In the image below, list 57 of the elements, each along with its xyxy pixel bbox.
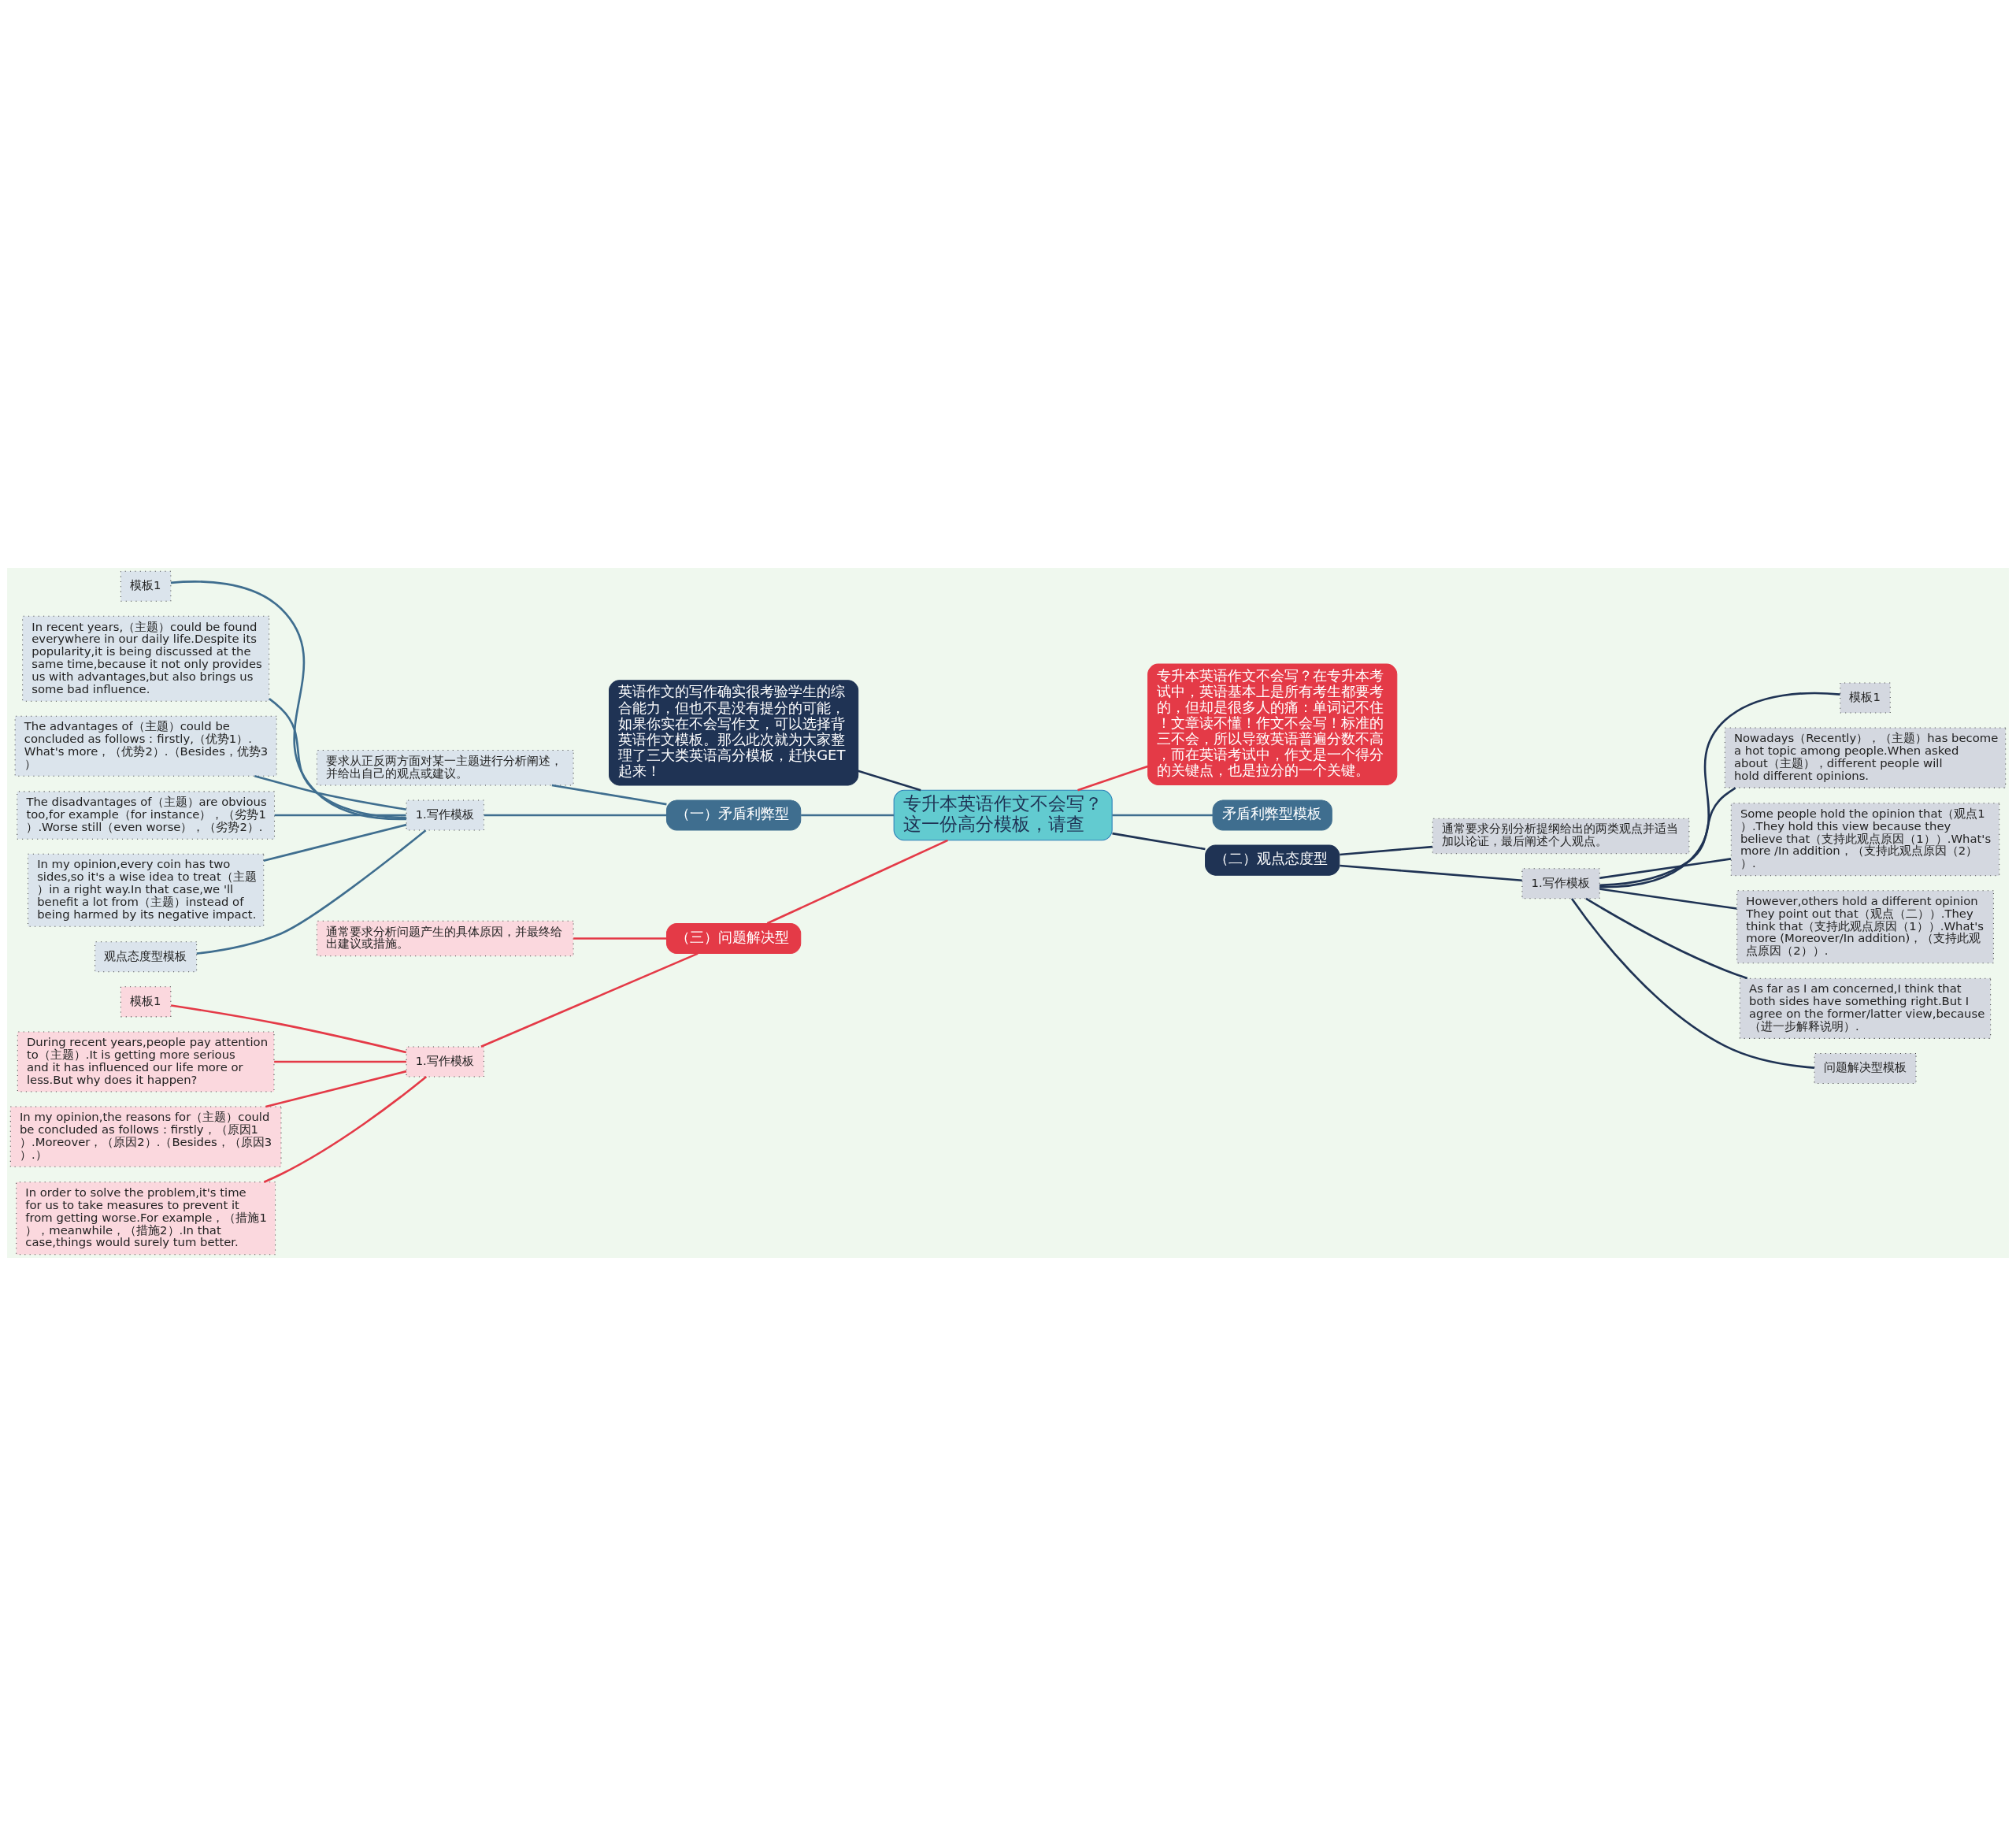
connector bbox=[551, 784, 667, 805]
node-box: 问题解决型模板 bbox=[1814, 1052, 1917, 1084]
connector bbox=[1077, 765, 1148, 791]
node-box: 1.写作模板 bbox=[406, 799, 484, 831]
connector bbox=[1599, 887, 1737, 910]
node-box: 通常要求分析问题产生的具体原因，并最终给出建议或措施。 bbox=[316, 920, 574, 956]
node-box: 模板1 bbox=[1840, 681, 1891, 713]
node-box: Nowadays（Recently），（主题）has become a hot topic among people.When asked about（主题），different people will hold different opinions. bbox=[1724, 727, 2007, 788]
node-box: In my opinion,every coin has two sides,so it's a wise idea to treat（主题）in a right way.In that case,we 'll benefit a lot from（主题）instead of being harmed by its negative impact. bbox=[28, 853, 265, 927]
node-box: However,others hold a different opinion They point out that（观点（二））.They think that（支持此观点原因（1））.What's more (Moreover/In addition)，（支持此观点原因（2））. bbox=[1736, 889, 1994, 963]
connector bbox=[1112, 814, 1214, 816]
node-box: In my opinion,the reasons for（主题）could be concluded as follows：firstly，（原因1）.Moreover，（原因2）.（Besides，（原因3）.） bbox=[9, 1106, 282, 1167]
node-box: During recent years,people pay attention to（主题）.It is getting more serious and it has influenced our life more or less.But why does it happen? bbox=[17, 1030, 275, 1092]
node-box: （三）问题解决型 bbox=[665, 922, 802, 954]
node-box: In order to solve the problem,it's time for us to take measures to prevent it from getting worse.For example，（措施1），meanwhile，（措施2）.In that case,things would surely tum better. bbox=[16, 1181, 276, 1255]
connector bbox=[265, 1070, 407, 1107]
connector bbox=[170, 580, 406, 820]
node-box: 矛盾利弊型模板 bbox=[1212, 799, 1332, 831]
connector bbox=[1585, 897, 1748, 979]
connector bbox=[1599, 692, 1840, 888]
node-box: The advantages of（主题）could be concluded as follows：firstly,（优势1）. What's more，（优势2）.（Besides，优势3） bbox=[14, 715, 277, 777]
connector bbox=[274, 1060, 406, 1063]
node-box: Some people hold the opinion that（观点1）.They hold this view because they believe that（支持此观点原因（1））.What's more /In addition，（支持此观点原因（2））. bbox=[1730, 802, 2000, 876]
node-box: 通常要求分别分析提纲给出的两类观点并适当加以论证，最后阐述个人观点。 bbox=[1432, 818, 1690, 854]
connector bbox=[858, 769, 921, 791]
node-box: 要求从正反两方面对某一主题进行分析阐述，并给出自己的观点或建议。 bbox=[316, 749, 574, 785]
node-box: 专升本英语作文不会写？这一份高分模板，请查 bbox=[893, 789, 1113, 840]
connector bbox=[1599, 786, 1736, 886]
connector bbox=[766, 839, 948, 924]
node-box: 模板1 bbox=[120, 985, 172, 1017]
node-box: 模板1 bbox=[120, 570, 172, 602]
connector bbox=[1112, 832, 1206, 850]
node-box: 1.写作模板 bbox=[1521, 867, 1600, 899]
connector bbox=[1570, 897, 1814, 1069]
connector bbox=[263, 823, 407, 862]
node-box: 1.写作模板 bbox=[406, 1045, 484, 1078]
node-box: 英语作文的写作确实很考验学生的综合能力，但也不是没有提分的可能，如果你实在不会写作文，可以选择背英语作文模板。那么此次就为大家整理了三大类英语高分模板，赶快GET起来！ bbox=[609, 679, 859, 785]
connector bbox=[573, 937, 666, 940]
node-box: （一）矛盾利弊型 bbox=[665, 799, 802, 831]
connector bbox=[196, 829, 427, 955]
connector bbox=[170, 1003, 407, 1053]
connector bbox=[801, 814, 894, 816]
node-box: The disadvantages of（主题）are obvious too,for example（for instance），（劣势1）.Worse still（even worse），（劣势2）. bbox=[17, 790, 275, 840]
connector bbox=[269, 697, 406, 818]
node-box: As far as I am concerned,I think that both sides have something right.But I agree on the former/latter view,because（进一步解释说明）. bbox=[1739, 977, 1992, 1039]
node-box: （二）观点态度型 bbox=[1205, 844, 1340, 876]
connector bbox=[254, 774, 407, 810]
connector bbox=[263, 1075, 428, 1183]
connector bbox=[484, 814, 667, 816]
node-box: In recent years,（主题）could be found everywhere in our daily life.Despite its popularity,it is being discussed at the same time,because it not only provides us with advantages,but also brings us some bad influence. bbox=[22, 615, 270, 702]
connector bbox=[1599, 857, 1732, 879]
node-box: 专升本英语作文不会写？在专升本考试中，英语基本上是所有考生都要考的，但却是很多人的痛：单词记不住！文章读不懂！作文不会写！标准的三不会，所以导致英语普遍分数不高，而在英语考试中，作文是一个得分的关键点，也是拉分的一个关键。 bbox=[1147, 663, 1398, 785]
connector bbox=[480, 951, 699, 1048]
connector bbox=[1340, 864, 1522, 881]
node-box: 观点态度型模板 bbox=[94, 940, 198, 972]
connector bbox=[274, 814, 406, 816]
connector bbox=[1340, 845, 1433, 855]
